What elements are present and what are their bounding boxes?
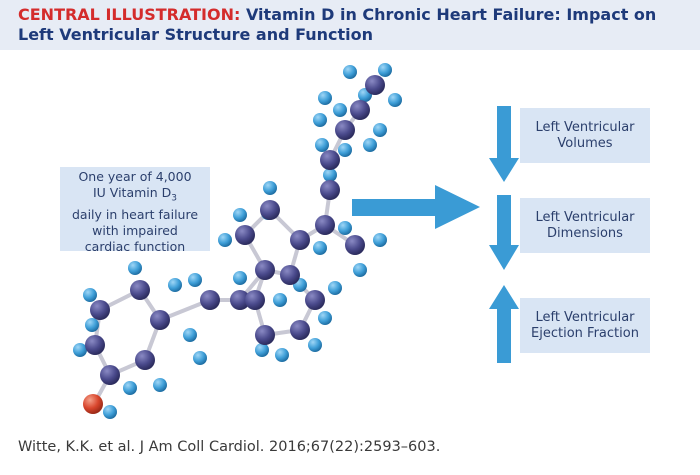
hydrogen-atom xyxy=(308,338,322,352)
hydrogen-atom xyxy=(313,113,327,127)
hydrogen-atom xyxy=(363,138,377,152)
down-arrow-volumes xyxy=(489,106,519,182)
hydrogen-atom xyxy=(103,405,117,419)
outcome-box-dimensions: Left Ventricular Dimensions xyxy=(520,198,650,253)
hydrogen-atom xyxy=(123,381,137,395)
hydrogen-atom xyxy=(373,233,387,247)
outcome-dimensions-line-2: Dimensions xyxy=(547,225,623,241)
oxygen-atom xyxy=(83,394,103,414)
hydrogen-atom xyxy=(193,351,207,365)
hydrogen-atom xyxy=(333,103,347,117)
carbon-atom xyxy=(255,325,275,345)
hydrogen-atom xyxy=(188,273,202,287)
hydrogen-atom xyxy=(338,221,352,235)
carbon-atom xyxy=(150,310,170,330)
callout-subscript: 3 xyxy=(171,193,178,204)
carbon-atom xyxy=(305,290,325,310)
outcome-box-ejection-fraction: Left Ventricular Ejection Fraction xyxy=(520,298,650,353)
carbon-atom xyxy=(235,225,255,245)
hydrogen-atom xyxy=(273,293,287,307)
carbon-atom xyxy=(260,200,280,220)
carbon-atom xyxy=(335,120,355,140)
hydrogen-atom xyxy=(315,138,329,152)
outcome-ef-line-1: Left Ventricular xyxy=(535,309,635,325)
hydrogen-atom xyxy=(323,168,337,182)
callout-vitamin: IU Vitamin D xyxy=(92,185,172,200)
carbon-atom xyxy=(315,215,335,235)
down-arrow-dimensions xyxy=(489,195,519,270)
carbon-atom xyxy=(230,290,250,310)
carbon-atoms xyxy=(85,75,385,385)
carbon-atom xyxy=(200,290,220,310)
page-title: CENTRAL ILLUSTRATION: Vitamin D in Chron… xyxy=(18,5,688,45)
carbon-atom xyxy=(100,365,120,385)
outcome-volumes-line-2: Volumes xyxy=(557,135,613,151)
illustration-label: CENTRAL ILLUSTRATION: xyxy=(18,5,241,24)
carbon-atom xyxy=(320,150,340,170)
hydrogen-atom xyxy=(373,123,387,137)
hydrogen-atom xyxy=(318,91,332,105)
up-arrow-ejection-fraction xyxy=(489,285,519,363)
hydrogen-atom xyxy=(343,65,357,79)
outcome-ef-line-2: Ejection Fraction xyxy=(531,325,639,341)
hydrogen-atom xyxy=(378,63,392,77)
hydrogen-atom xyxy=(183,328,197,342)
callout-line-3: daily in heart failure xyxy=(71,206,199,222)
hydrogen-atom xyxy=(233,208,247,222)
hydrogen-atom xyxy=(388,93,402,107)
outcome-dimensions-line-1: Left Ventricular xyxy=(535,209,635,225)
outcome-volumes-line-1: Left Ventricular xyxy=(535,119,635,135)
carbon-atom xyxy=(135,350,155,370)
carbon-atom xyxy=(245,290,265,310)
callout-line-2: IU Vitamin D3 xyxy=(60,185,210,207)
hydrogen-atom xyxy=(353,263,367,277)
header-banner: CENTRAL ILLUSTRATION: Vitamin D in Chron… xyxy=(0,0,700,50)
hydrogen-atom xyxy=(338,143,352,157)
carbon-atom xyxy=(90,300,110,320)
hydrogen-atom xyxy=(275,348,289,362)
citation: Witte, K.K. et al. J Am Coll Cardiol. 20… xyxy=(18,439,441,455)
hydrogen-atom xyxy=(128,261,142,275)
callout-line-1: One year of 4,000 xyxy=(78,169,192,184)
carbon-atom xyxy=(255,260,275,280)
carbon-atom xyxy=(365,75,385,95)
hydrogen-atom xyxy=(73,343,87,357)
carbon-atom xyxy=(290,230,310,250)
callout-line-4: with impaired xyxy=(92,222,178,238)
carbon-atom xyxy=(350,100,370,120)
intervention-callout: One year of 4,000 IU Vitamin D3 daily in… xyxy=(60,167,210,254)
carbon-atom xyxy=(290,320,310,340)
carbon-atom xyxy=(130,280,150,300)
carbon-atom xyxy=(85,335,105,355)
hydrogen-atom xyxy=(328,281,342,295)
main-right-arrow xyxy=(352,185,480,229)
hydrogen-atom xyxy=(313,241,327,255)
hydrogen-atom xyxy=(168,278,182,292)
hydrogen-atom xyxy=(233,271,247,285)
hydrogen-atom xyxy=(83,288,97,302)
carbon-atom xyxy=(320,180,340,200)
hydrogen-atom xyxy=(218,233,232,247)
carbon-atom xyxy=(280,265,300,285)
hydrogen-atom xyxy=(263,181,277,195)
hydrogen-atom xyxy=(255,343,269,357)
carbon-atom xyxy=(345,235,365,255)
callout-line-5: cardiac function xyxy=(84,238,186,254)
hydrogen-atom xyxy=(85,318,99,332)
hydrogen-atom xyxy=(153,378,167,392)
outcome-box-volumes: Left Ventricular Volumes xyxy=(520,108,650,163)
hydrogen-atom xyxy=(318,311,332,325)
illustration-title: Vitamin D in Chronic Heart Failure: Impa… xyxy=(18,5,657,44)
